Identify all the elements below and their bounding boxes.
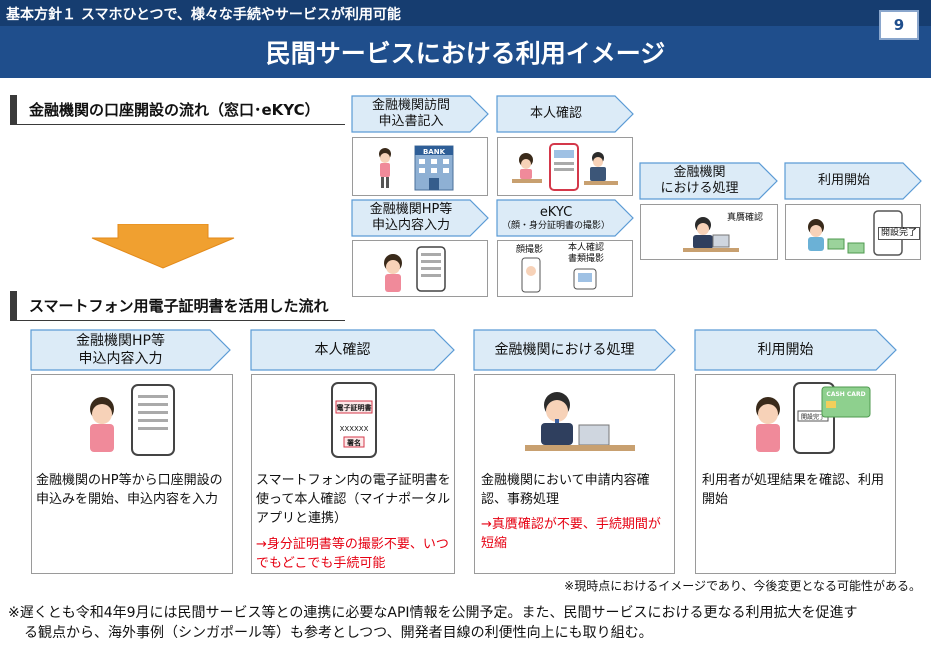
- card-4-description: 利用者が処理結果を確認、利用開始: [702, 473, 885, 507]
- chevron-identity: [496, 95, 634, 133]
- step-hp-line1: 金融機関HP等: [369, 202, 453, 217]
- step-processing-line1: 金融機関: [673, 165, 726, 180]
- authenticity-label: 真贋確認: [727, 213, 764, 223]
- card-4-step: 利用開始: [695, 330, 876, 370]
- section-heading-smartphone: スマートフォン用電子証明書を活用した流れ: [10, 291, 345, 321]
- certificate-xxxxxx: XXXXXX: [340, 425, 369, 433]
- woman-phone-illustration-1: [90, 384, 175, 456]
- clerk-illustration: [683, 217, 739, 252]
- step-identity: 本人確認: [497, 96, 615, 132]
- chevron-processing: [639, 162, 778, 200]
- step-visit-line2: 申込書記入: [378, 114, 444, 129]
- image-processing-top: 真贋確認: [640, 204, 778, 260]
- step-ekyc: eKYC （顔・身分証明書の撮影）: [497, 200, 615, 236]
- id-doc-label-line2: 書類撮影: [568, 254, 605, 264]
- card-3-note: →真贋確認が不要、手続期間が短縮: [481, 517, 661, 551]
- footnote-line1: ※遅くとも令和4年9月には民間サービス等との連携に必要なAPI情報を公開予定。ま…: [8, 605, 858, 621]
- step-identity-label: 本人確認: [529, 106, 582, 121]
- image-bank-visit: BANK: [352, 137, 488, 196]
- chevron-shapes-top: [351, 95, 922, 237]
- image-hp-input-top: [352, 240, 488, 297]
- account-opened-label-top: 開設完了: [878, 227, 921, 240]
- step-start-top: 利用開始: [785, 163, 903, 199]
- card-1-description: 金融機関のHP等から口座開設の申込みを開始、申込内容を入力: [36, 473, 223, 507]
- hp-input-illustration: [384, 246, 446, 292]
- step-ekyc-label: eKYC: [539, 204, 573, 220]
- card-3-step: 金融機関における処理: [474, 330, 655, 370]
- card-3-description: 金融機関において申請内容確認、事務処理: [481, 473, 650, 507]
- policy-subtitle: 基本方針１ スマホひとつで、様々な手続やサービスが利用可能: [6, 7, 401, 23]
- ekyc-phones-illustration: [521, 257, 597, 293]
- step-start-label: 利用開始: [817, 173, 870, 188]
- chevron-shapes-bottom: [30, 329, 897, 371]
- flow-down-arrow: [91, 224, 235, 269]
- step-ekyc-sub: （顔・身分証明書の撮影）: [501, 220, 610, 231]
- card-1-step-line2: 申込内容入力: [78, 351, 163, 367]
- page-title: 民間サービスにおける利用イメージ: [265, 39, 666, 68]
- certificate-label: 電子証明書: [337, 403, 372, 412]
- chevron-hp-top: [351, 199, 489, 237]
- chevron-card-4: [694, 329, 897, 371]
- step-visit: 金融機関訪問 申込書記入: [352, 96, 470, 132]
- chevron-ekyc: [496, 199, 634, 237]
- card-hp-input: 金融機関のHP等から口座開設の申込みを開始、申込内容を入力: [31, 374, 233, 574]
- counter-identity-illustration: [512, 143, 618, 191]
- card-2-note: →身分証明書等の撮影不要、いつでもどこでも手続可能: [256, 537, 449, 571]
- bank-sign-text: BANK: [423, 148, 446, 156]
- footnote-line2: る観点から、海外事例（シンガポール等）も参考としつつ、開発者目線の利便性向上にも…: [24, 625, 653, 641]
- header-stripe: [0, 0, 931, 26]
- signature-label: 署名: [346, 438, 361, 447]
- step-processing-top: 金融機関 における処理: [640, 163, 759, 199]
- header-bar: 基本方針１ スマホひとつで、様々な手続やサービスが利用可能 民間サービスにおける…: [0, 0, 931, 78]
- card-2-step: 本人確認: [251, 330, 434, 370]
- step-processing-line2: における処理: [660, 181, 739, 196]
- clerk-laptop-illustration: [525, 392, 635, 451]
- chevron-card-2: [250, 329, 455, 371]
- card-1-step-line1: 金融機関HP等: [76, 333, 165, 349]
- bank-visit-illustration: BANK: [379, 145, 454, 191]
- chevron-start-top: [784, 162, 922, 200]
- card-2-step-label: 本人確認: [314, 342, 371, 358]
- step-visit-line1: 金融機関訪問: [371, 98, 450, 113]
- chevron-visit: [351, 95, 489, 133]
- start-illustration: [808, 210, 903, 256]
- chevron-card-3: [473, 329, 676, 371]
- image-ekyc-photo: 顔撮影 本人確認 書類撮影: [497, 240, 633, 297]
- footnote: ※遅くとも令和4年9月には民間サービス等との連携に必要なAPI情報を公開予定。ま…: [8, 603, 926, 643]
- card-processing: 金融機関において申請内容確認、事務処理 →真贋確認が不要、手続期間が短縮: [474, 374, 675, 574]
- card-start: 開設完了 CASH CARD 利用者が処理結果を確認、利用開始: [695, 374, 896, 574]
- card-1-step: 金融機関HP等 申込内容入力: [31, 330, 210, 370]
- account-opened-label: 開設完了: [801, 413, 825, 421]
- page-number: 9: [879, 10, 919, 40]
- chevron-card-1: [30, 329, 231, 371]
- card-4-step-label: 利用開始: [757, 342, 814, 358]
- current-image-note: ※現時点におけるイメージであり、今後変更となる可能性がある。: [564, 579, 921, 593]
- cash-card-label: CASH CARD: [826, 391, 865, 398]
- card-3-step-label: 金融機関における処理: [494, 342, 635, 358]
- image-start-top: 開設完了: [785, 204, 921, 260]
- id-doc-label: 本人確認 書類撮影: [568, 243, 604, 265]
- step-hp-line2: 申込内容入力: [371, 218, 450, 233]
- face-photo-label: 顔撮影: [516, 245, 544, 255]
- image-counter-identity: [497, 137, 633, 196]
- certificate-phone-icon: 電子証明書 XXXXXX 署名: [331, 382, 377, 458]
- card-2-description: スマートフォン内の電子証明書を使って本人確認（マイナポータルアプリと連携）: [256, 473, 451, 526]
- section-heading-counter: 金融機関の口座開設の流れ（窓口･eKYC）: [10, 95, 345, 125]
- id-doc-label-line1: 本人確認: [568, 243, 605, 253]
- step-hp-top: 金融機関HP等 申込内容入力: [352, 200, 470, 236]
- card-identity: 電子証明書 XXXXXX 署名 スマートフォン内の電子証明書を使って本人確認（マ…: [251, 374, 455, 574]
- woman-card-illustration: 開設完了 CASH CARD: [756, 382, 871, 454]
